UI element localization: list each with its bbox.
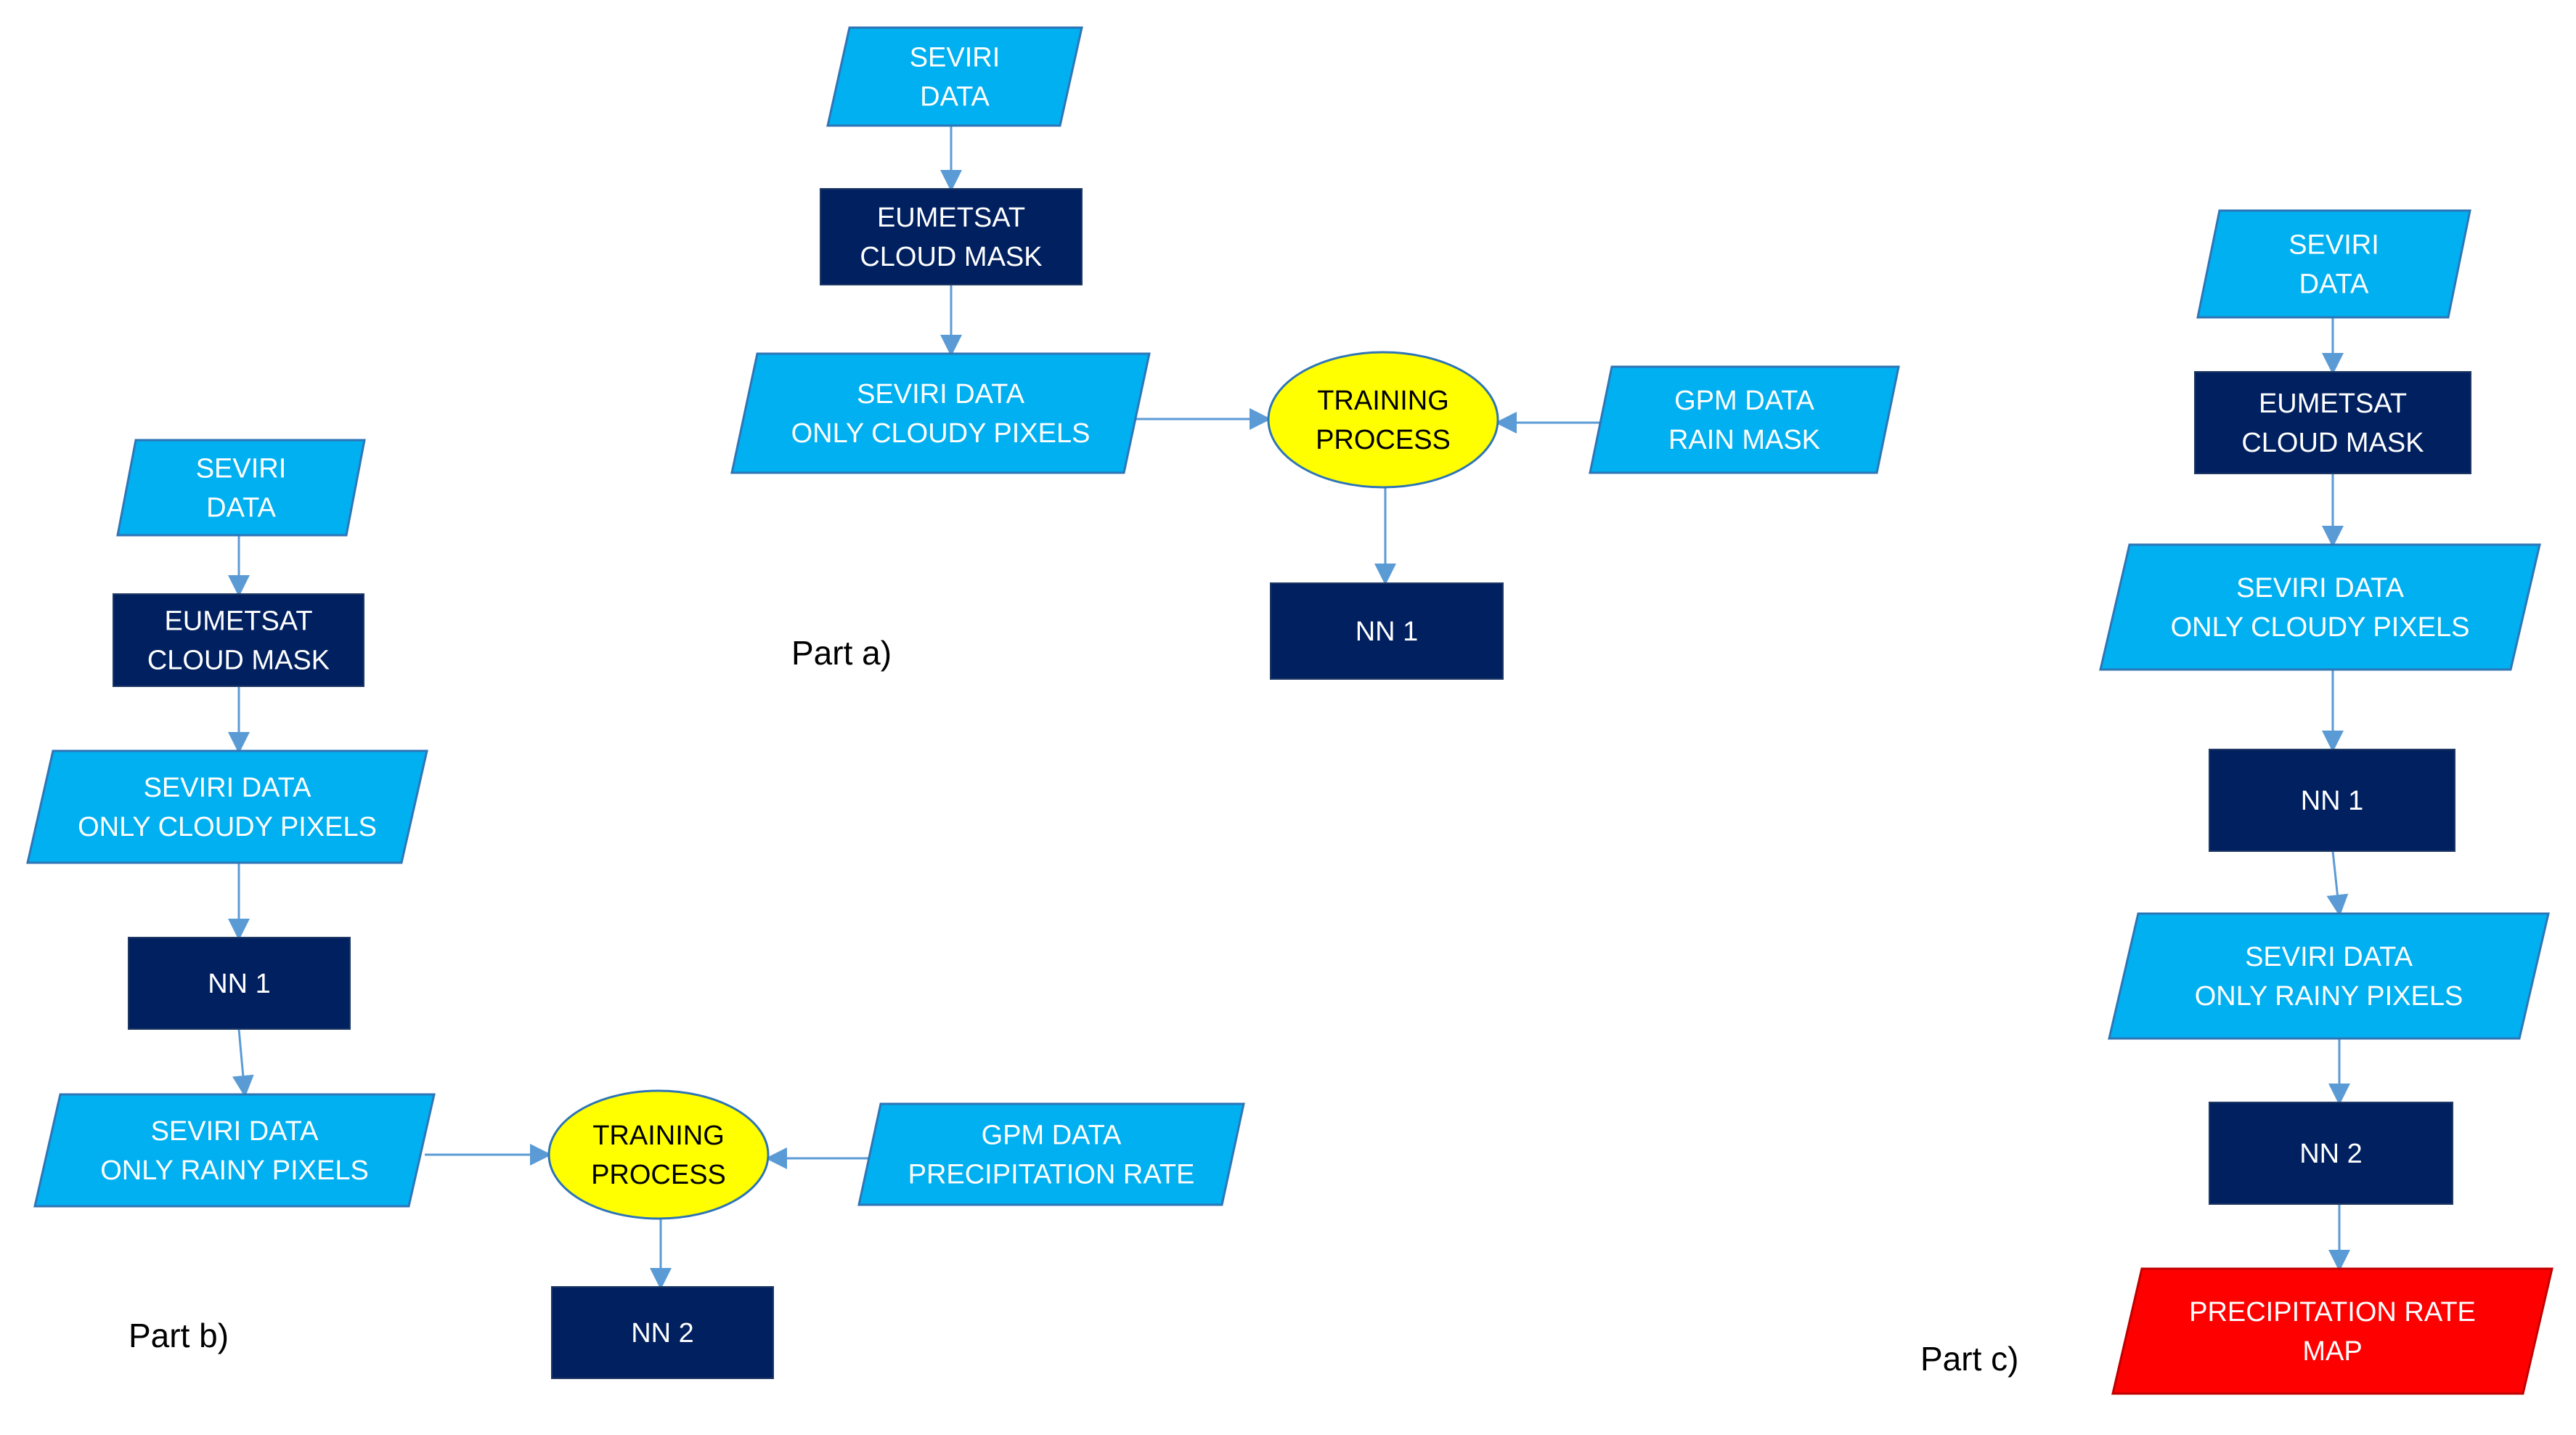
- node-a-train: TRAINING PROCESS: [1267, 351, 1499, 489]
- label-c-output-line-2: MAP: [2302, 1336, 2362, 1367]
- shape-c-output: [2111, 1267, 2553, 1395]
- label-c-rainy-line-1: SEVIRI DATA: [2245, 942, 2413, 972]
- node-b-mask: EUMETSAT CLOUD MASK: [113, 593, 364, 687]
- node-b-gpm: GPM DATA PRECIPITATION RATE: [857, 1102, 1245, 1206]
- label-b-seviri-line-2: DATA: [206, 493, 276, 524]
- node-c-rainy: SEVIRI DATA ONLY RAINY PIXELS: [2108, 912, 2550, 1040]
- label-b-mask-line-1: EUMETSAT: [164, 606, 312, 637]
- arrow-b4: [232, 1028, 254, 1097]
- node-b-seviri: SEVIRI DATA: [116, 439, 366, 537]
- shape-c-seviri: [2196, 209, 2471, 319]
- connector-arrows: [228, 126, 2350, 1290]
- label-a-gpm-line-2: RAIN MASK: [1668, 425, 1820, 455]
- node-c-nn2: NN 2: [2209, 1102, 2453, 1205]
- label-b-nn2-line-1: NN 2: [631, 1318, 694, 1349]
- flowchart-shapes: SEVIRI DATA EUMETSAT CLOUD MASK SEVIRI DATA O…: [26, 26, 2553, 1395]
- label-a-cloudy-line-2: ONLY CLOUDY PIXELS: [791, 418, 1091, 449]
- node-a-nn: NN 1: [1270, 582, 1504, 680]
- label-c-cloudy-line-2: ONLY CLOUDY PIXELS: [2171, 612, 2470, 643]
- shape-a-cloudy: [730, 352, 1151, 474]
- label-a-mask-line-1: EUMETSAT: [877, 203, 1025, 233]
- shape-b-nn2: [551, 1286, 774, 1379]
- part-c-caption: Part c): [1920, 1340, 2018, 1378]
- label-a-cloudy-line-1: SEVIRI DATA: [857, 379, 1025, 410]
- part-captions: Part a) Part b) Part c): [129, 634, 2018, 1378]
- shape-c-cloudy: [2099, 543, 2541, 671]
- node-b-nn2: NN 2: [551, 1286, 774, 1379]
- node-c-cloudy: SEVIRI DATA ONLY CLOUDY PIXELS: [2099, 543, 2541, 671]
- label-b-train-line-1: TRAINING: [592, 1121, 725, 1151]
- node-b-train: TRAINING PROCESS: [547, 1089, 770, 1220]
- shape-b-cloudy: [26, 749, 428, 864]
- shape-a-gpm: [1589, 365, 1900, 474]
- node-b-rainy: SEVIRI DATA ONLY RAINY PIXELS: [33, 1093, 436, 1208]
- label-a-train-line-2: PROCESS: [1316, 425, 1451, 455]
- label-b-rainy-line-2: ONLY RAINY PIXELS: [100, 1155, 369, 1186]
- label-c-nn2-line-1: NN 2: [2299, 1139, 2363, 1169]
- label-c-seviri-line-1: SEVIRI: [2288, 230, 2379, 261]
- shape-b-rainy: [33, 1093, 436, 1208]
- label-b-nn1-line-1: NN 1: [208, 969, 271, 999]
- node-a-mask: EUMETSAT CLOUD MASK: [820, 188, 1083, 285]
- node-a-seviri: SEVIRI DATA: [826, 26, 1083, 127]
- label-b-rainy-line-1: SEVIRI DATA: [151, 1116, 319, 1147]
- label-a-nn-line-1: NN 1: [1356, 617, 1419, 647]
- label-a-gpm-line-1: GPM DATA: [1674, 386, 1814, 416]
- node-c-nn1: NN 1: [2209, 749, 2455, 852]
- label-a-mask-line-2: CLOUD MASK: [860, 242, 1042, 272]
- label-b-train-line-2: PROCESS: [591, 1160, 726, 1190]
- label-a-seviri-line-2: DATA: [920, 82, 990, 113]
- label-c-nn1-line-1: NN 1: [2301, 786, 2364, 816]
- label-b-cloudy-line-1: SEVIRI DATA: [144, 773, 312, 803]
- part-a-caption: Part a): [791, 634, 892, 672]
- shape-b-train: [547, 1089, 770, 1220]
- shape-b-seviri: [116, 439, 366, 537]
- label-a-train-line-1: TRAINING: [1317, 386, 1449, 416]
- shape-a-train: [1267, 351, 1499, 489]
- node-a-gpm: GPM DATA RAIN MASK: [1589, 365, 1900, 474]
- label-b-mask-line-2: CLOUD MASK: [147, 646, 330, 676]
- shape-c-mask: [2194, 371, 2471, 474]
- shape-b-mask: [113, 593, 364, 687]
- label-c-seviri-line-2: DATA: [2299, 269, 2369, 300]
- shape-c-rainy: [2108, 912, 2550, 1040]
- shape-a-nn: [1270, 582, 1504, 680]
- shape-a-mask: [820, 188, 1083, 285]
- label-b-seviri-line-1: SEVIRI: [196, 454, 287, 484]
- label-c-rainy-line-2: ONLY RAINY PIXELS: [2195, 981, 2463, 1012]
- label-a-seviri-line-1: SEVIRI: [910, 43, 1000, 73]
- label-c-cloudy-line-1: SEVIRI DATA: [2236, 573, 2405, 603]
- node-c-mask: EUMETSAT CLOUD MASK: [2194, 371, 2471, 474]
- node-c-seviri: SEVIRI DATA: [2196, 209, 2471, 319]
- shape-c-nn1: [2209, 749, 2455, 852]
- shape-c-nn2: [2209, 1102, 2453, 1205]
- shape-a-seviri: [826, 26, 1083, 127]
- part-b-caption: Part b): [129, 1317, 229, 1354]
- label-c-output-line-1: PRECIPITATION RATE: [2189, 1297, 2476, 1328]
- arrow-c4: [2326, 850, 2349, 916]
- label-b-cloudy-line-2: ONLY CLOUDY PIXELS: [78, 812, 377, 842]
- node-c-output: PRECIPITATION RATE MAP: [2111, 1267, 2553, 1395]
- label-c-mask-line-2: CLOUD MASK: [2241, 428, 2424, 458]
- node-b-cloudy: SEVIRI DATA ONLY CLOUDY PIXELS: [26, 749, 428, 864]
- node-b-nn1: NN 1: [128, 937, 351, 1030]
- node-a-cloudy: SEVIRI DATA ONLY CLOUDY PIXELS: [730, 352, 1151, 474]
- shape-b-gpm: [857, 1102, 1245, 1206]
- label-b-gpm-line-1: GPM DATA: [982, 1121, 1122, 1151]
- shape-b-nn1: [128, 937, 351, 1030]
- label-b-gpm-line-2: PRECIPITATION RATE: [908, 1160, 1195, 1190]
- label-c-mask-line-1: EUMETSAT: [2259, 389, 2407, 419]
